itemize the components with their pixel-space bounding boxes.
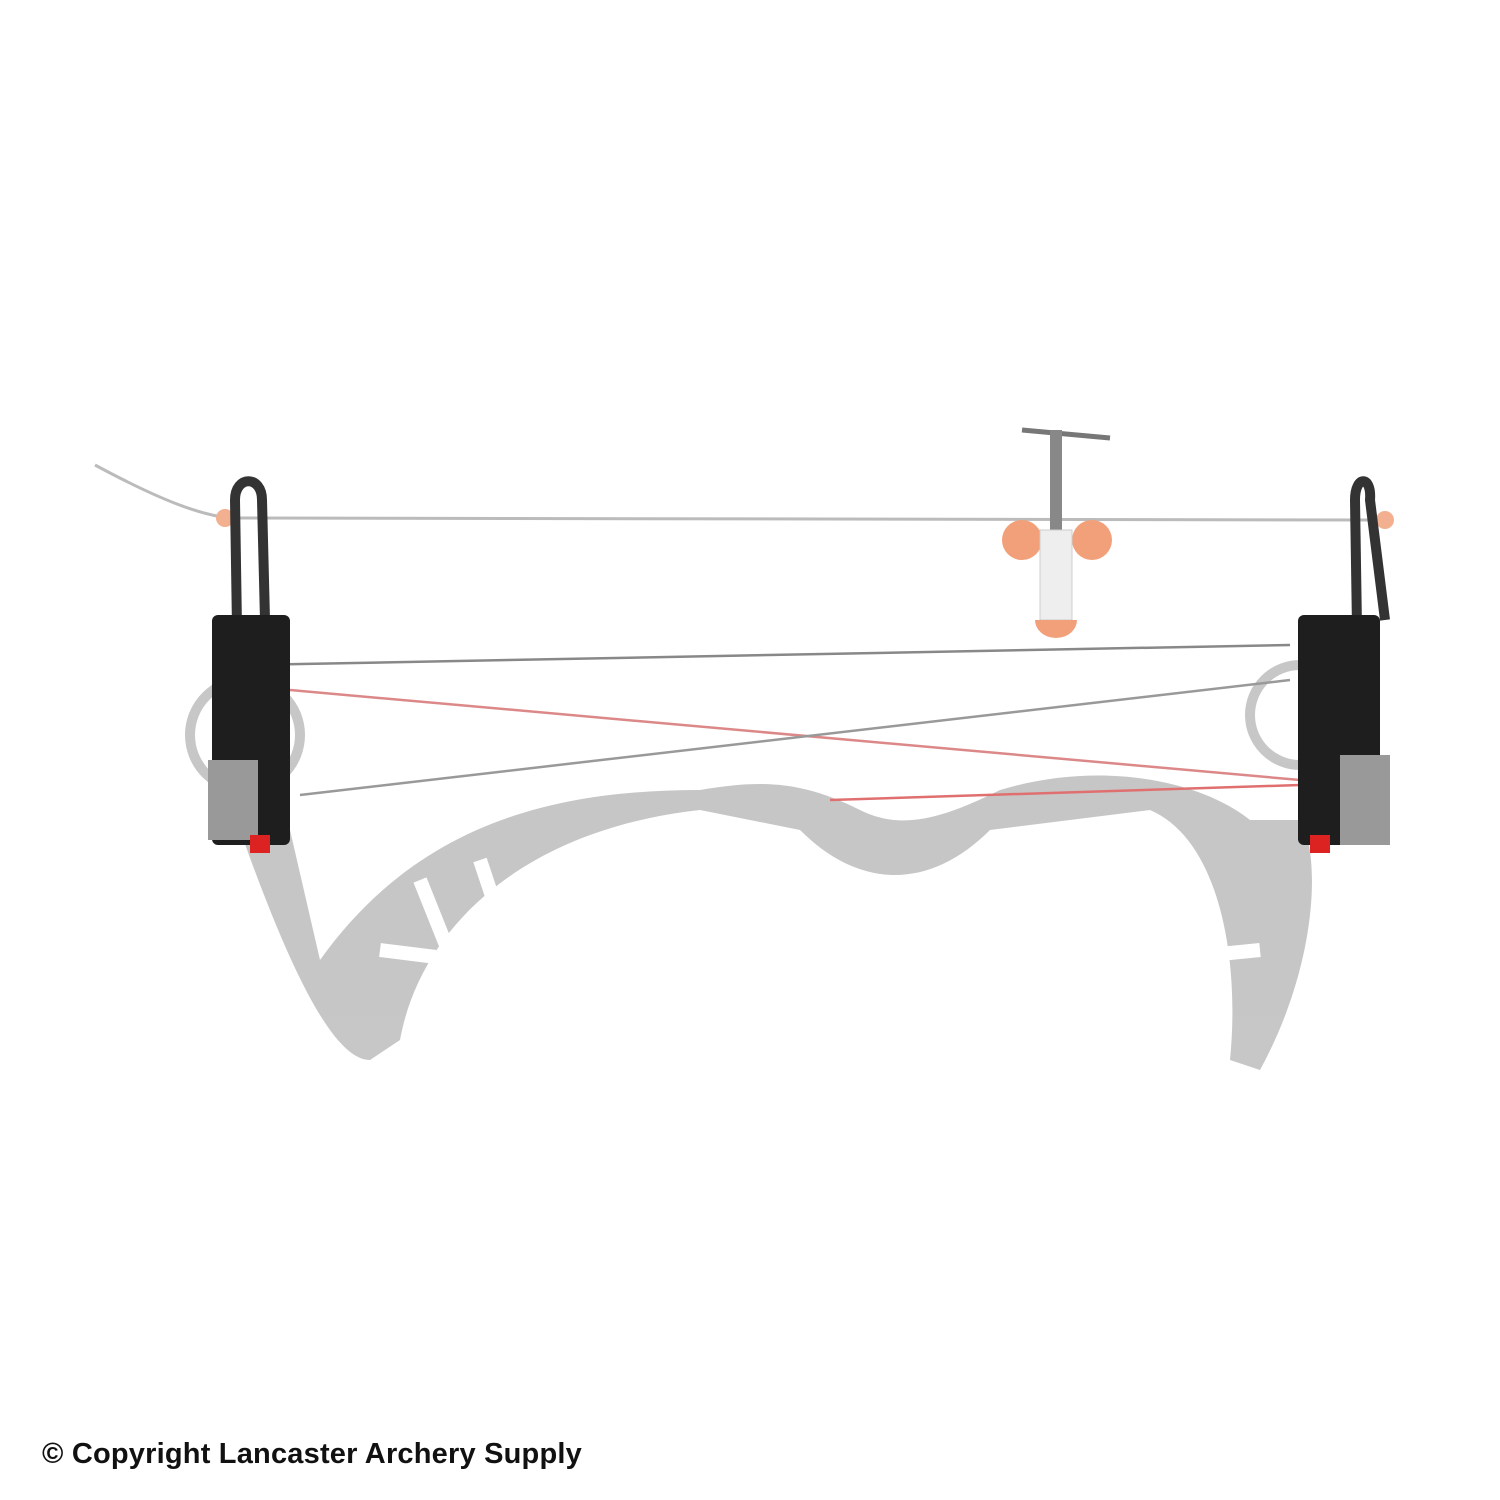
press-cable xyxy=(94,463,1394,529)
t-handle-winch xyxy=(1002,427,1112,638)
bow-strings xyxy=(249,643,1301,802)
copyright-text: © Copyright Lancaster Archery Supply xyxy=(42,1438,582,1470)
left-press-clamp xyxy=(208,476,290,853)
right-press-clamp xyxy=(1298,476,1390,853)
bow-riser xyxy=(185,660,1355,1070)
